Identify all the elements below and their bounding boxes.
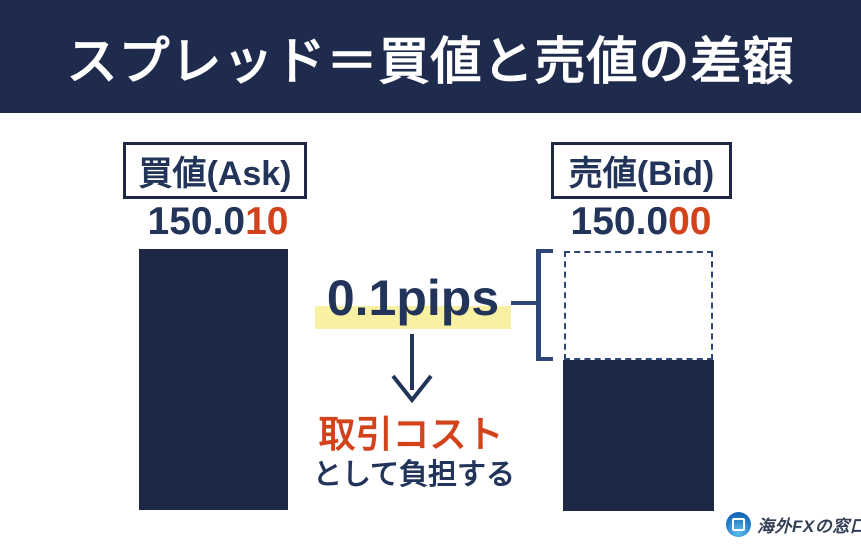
bid-bar xyxy=(563,360,714,511)
window-icon xyxy=(726,511,751,537)
spread-bracket-bottom-tick xyxy=(536,357,553,361)
spread-bracket-top-tick xyxy=(536,249,553,253)
spread-value: 0.1pips xyxy=(326,270,500,326)
ask-price-main: 150.0 xyxy=(147,200,246,243)
bid-label-box: 売値(Bid) xyxy=(551,142,732,199)
down-arrow-icon xyxy=(391,334,433,404)
logo-text: 海外FXの窓口 xyxy=(757,516,861,536)
window-icon-glyph xyxy=(732,517,745,531)
ask-label-box: 買値(Ask) xyxy=(123,142,307,199)
spread-connector-line xyxy=(511,301,538,305)
bid-price-main: 150.0 xyxy=(570,200,669,243)
bid-label: 売値(Bid) xyxy=(568,155,715,193)
spread-gap-dashed-box xyxy=(564,251,713,360)
ask-label: 買値(Ask) xyxy=(138,155,292,193)
ask-bar xyxy=(139,249,288,510)
page-title: スプレッド＝買値と売値の差額 xyxy=(66,32,795,90)
site-logo: 海外FXの窓口 xyxy=(726,510,861,538)
spread-bracket xyxy=(536,249,541,361)
ask-price-highlighted-digits: 10 xyxy=(245,200,289,243)
bid-price-highlighted-digits: 00 xyxy=(668,200,712,243)
cost-emphasis-text: 取引コスト xyxy=(318,414,504,455)
title-banner: スプレッド＝買値と売値の差額 xyxy=(0,0,861,113)
cost-suffix-text: として負担する xyxy=(312,459,516,491)
spread-value-highlight xyxy=(315,306,511,329)
